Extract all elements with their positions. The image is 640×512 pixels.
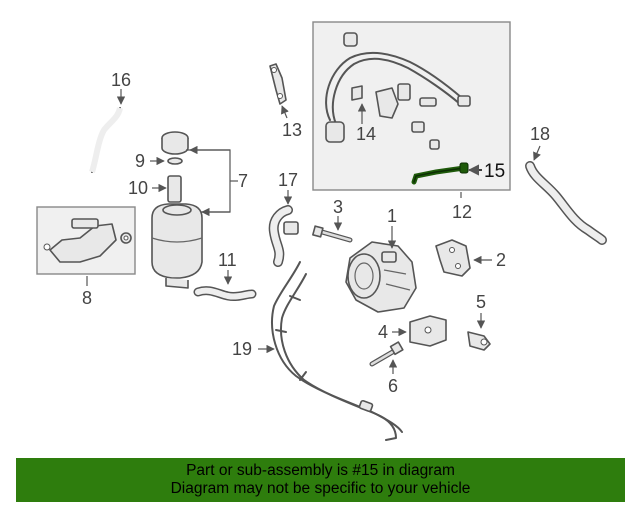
callout-8: 8 (82, 288, 92, 308)
callout-1: 1 (387, 206, 397, 226)
callout-19: 19 (232, 339, 252, 359)
selected-part-banner: Part or sub-assembly is #15 in diagram D… (16, 458, 625, 502)
part-11-hose[interactable] (193, 286, 257, 302)
part-16-hose[interactable] (89, 107, 123, 173)
callout-4: 4 (378, 322, 388, 342)
callout-6: 6 (388, 376, 398, 396)
callout-11: 11 (218, 250, 237, 270)
callout-14: 14 (356, 124, 376, 144)
callout-16: 16 (111, 70, 131, 90)
callout-7: 7 (238, 171, 248, 191)
callout-9: 9 (135, 151, 145, 171)
part-19-pressure-line[interactable] (271, 261, 403, 441)
part-4-bracket[interactable] (409, 315, 447, 347)
callout-17: 17 (278, 170, 298, 190)
part-5-bolt[interactable] (467, 331, 491, 351)
part-2-bracket[interactable] (435, 239, 471, 277)
part-12-hose-assembly[interactable] (325, 32, 471, 150)
part-12-group-box (312, 21, 511, 191)
part-18-hose[interactable] (525, 161, 607, 245)
callout-10: 10 (128, 178, 148, 198)
part-1-pump[interactable] (345, 241, 417, 313)
part-6-bolt[interactable] (369, 341, 404, 367)
part-13-bracket[interactable] (269, 63, 287, 105)
part-7-reservoir[interactable] (151, 203, 203, 289)
callout-2: 2 (496, 250, 506, 270)
part-9-cap[interactable] (161, 131, 189, 165)
part-17-hose[interactable] (268, 205, 299, 267)
callout-12: 12 (452, 202, 472, 222)
part-8-bracket[interactable] (43, 218, 132, 263)
banner-line-1: Part or sub-assembly is #15 in diagram (186, 462, 455, 479)
callout-5: 5 (476, 292, 486, 312)
part-3-bolt[interactable] (312, 225, 353, 243)
callout-18: 18 (530, 124, 550, 144)
callout-13: 13 (282, 120, 302, 140)
parts-diagram: 16 13 9 10 7 8 11 17 3 1 2 4 5 6 12 14 1… (36, 21, 607, 441)
callout-15: 15 (484, 161, 505, 182)
banner-line-2: Diagram may not be specific to your vehi… (170, 480, 471, 497)
callout-3: 3 (333, 197, 343, 217)
part-10-filter[interactable] (167, 175, 182, 203)
